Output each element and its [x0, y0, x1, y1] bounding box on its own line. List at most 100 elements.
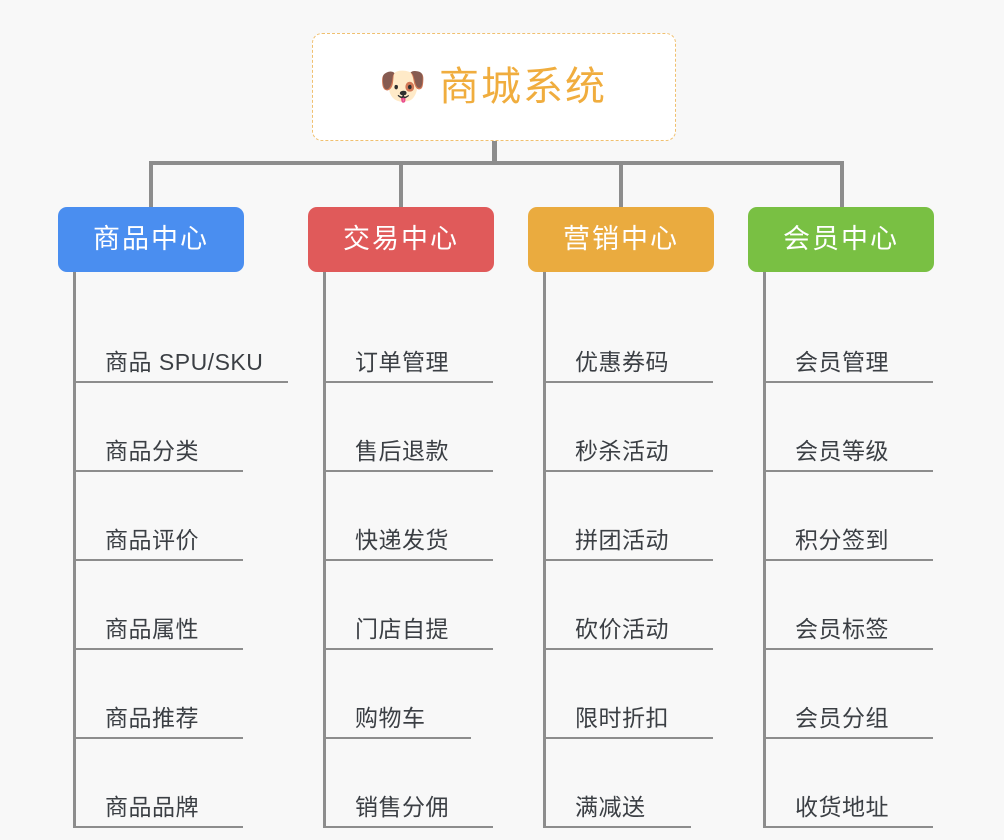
leaf-item[interactable]: 优惠券码 — [543, 294, 714, 383]
leaf-label: 商品分类 — [105, 438, 199, 464]
leaf-label: 收货地址 — [795, 794, 889, 820]
leaf-item[interactable]: 积分签到 — [763, 472, 934, 561]
category-header-product-center[interactable]: 商品中心 — [58, 207, 244, 272]
leaf-item[interactable]: 售后退款 — [323, 383, 494, 472]
connector-root-stem — [492, 141, 497, 165]
leaf-list-member-center: 会员管理会员等级积分签到会员标签会员分组收货地址 — [763, 272, 934, 828]
category-label: 商品中心 — [93, 224, 209, 254]
leaf-list-trade-center: 订单管理售后退款快递发货门店自提购物车销售分佣 — [323, 272, 494, 828]
leaf-underline — [323, 826, 493, 828]
category-header-trade-center[interactable]: 交易中心 — [308, 207, 494, 272]
leaf-item[interactable]: 会员管理 — [763, 294, 934, 383]
leaf-underline — [73, 381, 288, 383]
leaf-underline — [323, 381, 493, 383]
leaf-item[interactable]: 秒杀活动 — [543, 383, 714, 472]
leaf-item[interactable]: 门店自提 — [323, 561, 494, 650]
leaf-item[interactable]: 会员等级 — [763, 383, 934, 472]
leaf-underline — [323, 737, 471, 739]
leaf-underline — [543, 826, 691, 828]
leaf-item[interactable]: 商品属性 — [73, 561, 244, 650]
leaf-label: 商品推荐 — [105, 705, 199, 731]
leaf-label: 优惠券码 — [575, 349, 669, 375]
column-trade-center: 交易中心订单管理售后退款快递发货门店自提购物车销售分佣 — [308, 207, 494, 828]
leaf-item[interactable]: 商品评价 — [73, 472, 244, 561]
leaf-item[interactable]: 限时折扣 — [543, 650, 714, 739]
leaf-label: 会员标签 — [795, 616, 889, 642]
leaf-item[interactable]: 商品 SPU/SKU — [73, 294, 288, 383]
root-node[interactable]: 🐶 商城系统 — [312, 33, 676, 141]
leaf-trunk-line — [543, 272, 546, 828]
leaf-underline — [543, 381, 713, 383]
leaf-underline — [543, 559, 713, 561]
leaf-item[interactable]: 购物车 — [323, 650, 494, 739]
leaf-label: 会员分组 — [795, 705, 889, 731]
leaf-underline — [543, 648, 713, 650]
leaf-underline — [73, 648, 243, 650]
leaf-underline — [543, 737, 713, 739]
leaf-underline — [543, 470, 713, 472]
leaf-underline — [73, 559, 243, 561]
leaf-label: 门店自提 — [355, 616, 449, 642]
leaf-item[interactable]: 快递发货 — [323, 472, 494, 561]
connector-drop-product-center — [149, 161, 153, 207]
leaf-label: 限时折扣 — [575, 705, 669, 731]
leaf-item[interactable]: 商品品牌 — [73, 739, 244, 828]
leaf-underline — [73, 470, 243, 472]
leaf-label: 秒杀活动 — [575, 438, 669, 464]
column-product-center: 商品中心商品 SPU/SKU 商品分类商品评价商品属性商品推荐商品品牌 — [58, 207, 288, 828]
leaf-label: 商品品牌 — [105, 794, 199, 820]
leaf-label: 订单管理 — [355, 349, 449, 375]
leaf-label: 积分签到 — [795, 527, 889, 553]
leaf-label: 砍价活动 — [575, 616, 669, 642]
leaf-item[interactable]: 会员分组 — [763, 650, 934, 739]
leaf-list-marketing-center: 优惠券码秒杀活动拼团活动砍价活动限时折扣满减送 — [543, 272, 714, 828]
root-title: 商城系统 — [439, 65, 607, 109]
category-header-marketing-center[interactable]: 营销中心 — [528, 207, 714, 272]
category-label: 会员中心 — [783, 224, 899, 254]
leaf-underline — [323, 559, 493, 561]
leaf-label: 快递发货 — [355, 527, 449, 553]
leaf-trunk-line — [73, 272, 76, 828]
leaf-item[interactable]: 拼团活动 — [543, 472, 714, 561]
leaf-item[interactable]: 会员标签 — [763, 561, 934, 650]
leaf-item[interactable]: 砍价活动 — [543, 561, 714, 650]
leaf-label: 商品 SPU/SKU — [105, 349, 264, 375]
leaf-item[interactable]: 销售分佣 — [323, 739, 494, 828]
leaf-underline — [763, 648, 933, 650]
dog-face-icon: 🐶 — [379, 66, 427, 108]
leaf-item[interactable]: 商品推荐 — [73, 650, 244, 739]
leaf-trunk-line — [763, 272, 766, 828]
connector-drop-trade-center — [399, 161, 403, 207]
leaf-underline — [73, 737, 243, 739]
leaf-label: 售后退款 — [355, 438, 449, 464]
leaf-underline — [73, 826, 243, 828]
leaf-item[interactable]: 满减送 — [543, 739, 714, 828]
connector-drop-member-center — [840, 161, 844, 207]
leaf-underline — [763, 737, 933, 739]
leaf-underline — [323, 470, 493, 472]
leaf-underline — [323, 648, 493, 650]
category-label: 交易中心 — [343, 224, 459, 254]
leaf-trunk-line — [323, 272, 326, 828]
leaf-item[interactable]: 商品分类 — [73, 383, 244, 472]
column-marketing-center: 营销中心优惠券码秒杀活动拼团活动砍价活动限时折扣满减送 — [528, 207, 714, 828]
leaf-label: 购物车 — [355, 705, 426, 731]
leaf-label: 会员等级 — [795, 438, 889, 464]
leaf-label: 销售分佣 — [355, 794, 449, 820]
leaf-item[interactable]: 收货地址 — [763, 739, 934, 828]
leaf-underline — [763, 559, 933, 561]
leaf-label: 商品属性 — [105, 616, 199, 642]
leaf-label: 满减送 — [575, 794, 646, 820]
leaf-list-product-center: 商品 SPU/SKU 商品分类商品评价商品属性商品推荐商品品牌 — [73, 272, 288, 828]
category-header-member-center[interactable]: 会员中心 — [748, 207, 934, 272]
leaf-underline — [763, 826, 933, 828]
column-member-center: 会员中心会员管理会员等级积分签到会员标签会员分组收货地址 — [748, 207, 934, 828]
connector-drop-marketing-center — [619, 161, 623, 207]
connector-horizontal-bus — [149, 161, 844, 165]
leaf-underline — [763, 470, 933, 472]
leaf-label: 会员管理 — [795, 349, 889, 375]
leaf-label: 拼团活动 — [575, 527, 669, 553]
leaf-item[interactable]: 订单管理 — [323, 294, 494, 383]
leaf-underline — [763, 381, 933, 383]
